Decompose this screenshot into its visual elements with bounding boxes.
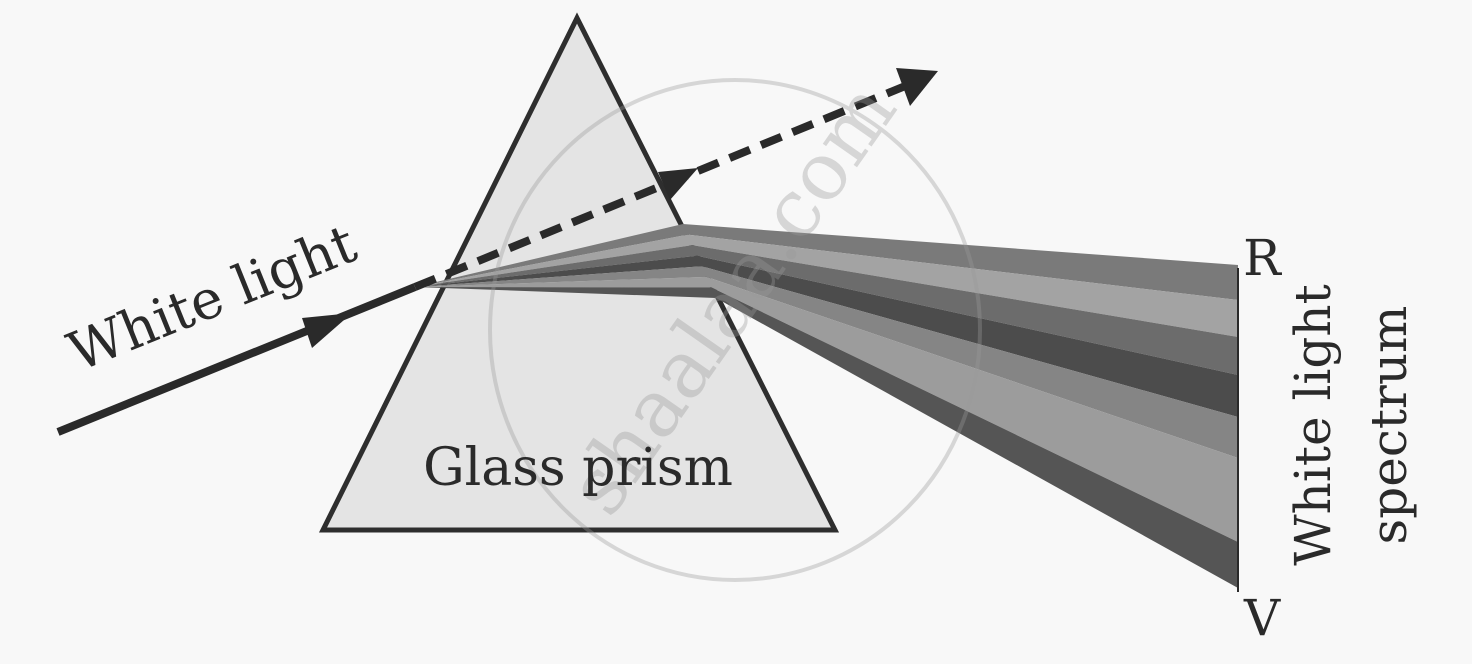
spectrum-band bbox=[415, 287, 1238, 588]
red-end-label: R bbox=[1243, 229, 1282, 287]
prism-label: Glass prism bbox=[423, 438, 733, 498]
spectrum-bands bbox=[415, 224, 1238, 588]
dashed-ray-mid-arrow-icon bbox=[658, 168, 698, 200]
spectrum-band bbox=[415, 245, 1238, 375]
spectrum-band bbox=[415, 266, 1238, 458]
dashed-ray-arrowhead-icon bbox=[896, 68, 938, 106]
incident-arrow-icon bbox=[302, 313, 352, 348]
spectrum-band bbox=[415, 255, 1238, 417]
undeviated-dashed-ray bbox=[413, 78, 917, 291]
spectrum-band bbox=[415, 234, 1238, 337]
violet-end-label: V bbox=[1243, 589, 1281, 647]
incident-ray bbox=[56, 283, 417, 436]
spectrum-label-line1: White light bbox=[1284, 284, 1342, 565]
spectrum-band bbox=[415, 276, 1238, 542]
spectrum-label-line2: spectrum bbox=[1360, 306, 1418, 545]
spectrum-band bbox=[415, 224, 1238, 300]
incident-label: White light bbox=[59, 212, 365, 384]
